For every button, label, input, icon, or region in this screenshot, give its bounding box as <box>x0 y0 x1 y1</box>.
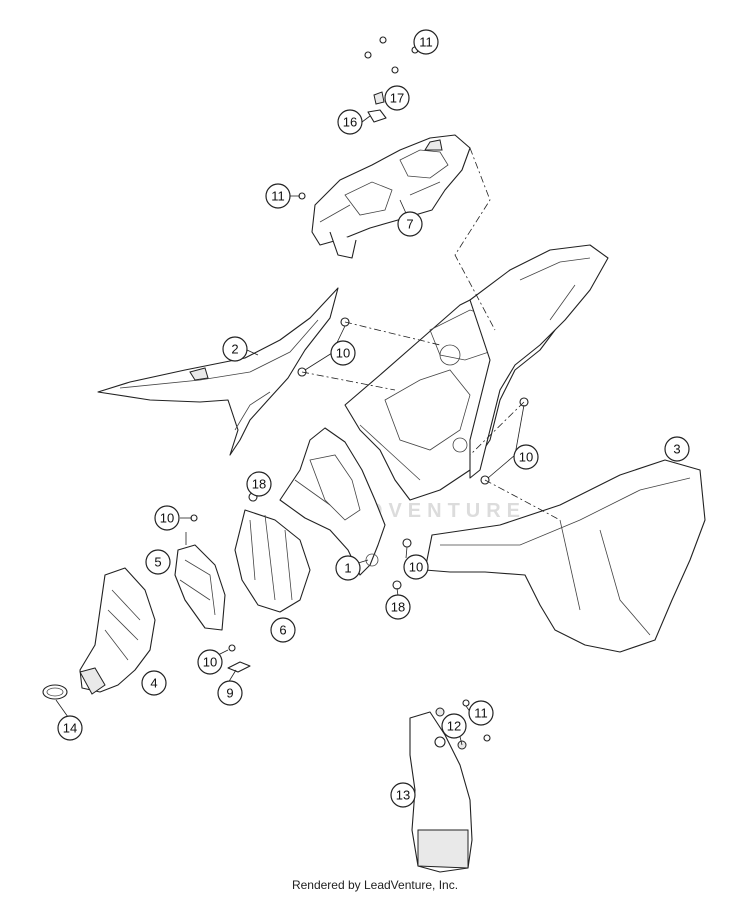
svg-text:1: 1 <box>344 561 351 576</box>
svg-text:11: 11 <box>271 189 285 204</box>
svg-text:2: 2 <box>231 342 238 357</box>
svg-text:4: 4 <box>150 676 157 691</box>
svg-text:10: 10 <box>409 560 423 575</box>
assembly-lines <box>301 147 561 521</box>
callout-5: 5 <box>145 549 171 575</box>
render-credit: Rendered by LeadVenture, Inc. <box>291 878 459 892</box>
callout-12: 12 <box>441 713 467 739</box>
svg-text:5: 5 <box>154 555 161 570</box>
callout-10-upper: 10 <box>330 340 356 366</box>
svg-text:14: 14 <box>63 721 77 736</box>
svg-text:18: 18 <box>391 600 405 615</box>
callout-10-center: 10 <box>403 554 429 580</box>
callout-18-upper: 18 <box>246 471 272 497</box>
part-16-clip[interactable] <box>367 91 387 123</box>
svg-text:10: 10 <box>519 450 533 465</box>
part-7-seat-bracket[interactable] <box>311 134 471 259</box>
callout-3: 3 <box>664 436 690 462</box>
callout-10-lower: 10 <box>197 649 223 675</box>
svg-text:6: 6 <box>279 623 286 638</box>
svg-text:7: 7 <box>406 217 413 232</box>
callout-18-lower: 18 <box>385 594 411 620</box>
svg-text:10: 10 <box>203 655 217 670</box>
svg-text:10: 10 <box>336 346 350 361</box>
callout-1: 1 <box>335 555 361 581</box>
callout-11-bottom: 11 <box>468 700 494 726</box>
callout-2: 2 <box>222 336 248 362</box>
svg-text:18: 18 <box>252 477 266 492</box>
svg-text:12: 12 <box>447 719 461 734</box>
callout-10-right: 10 <box>513 444 539 470</box>
part-3-side-cover[interactable] <box>424 459 706 653</box>
callout-4: 4 <box>141 670 167 696</box>
part-6-filter-shield[interactable] <box>234 509 311 613</box>
callout-11-top: 11 <box>413 29 439 55</box>
svg-text:11: 11 <box>419 35 433 50</box>
callout-10-left: 10 <box>154 505 180 531</box>
svg-text:3: 3 <box>673 442 680 457</box>
part-9-clip[interactable] <box>227 661 251 673</box>
part-5-filter-cage[interactable] <box>174 532 226 631</box>
callout-16: 16 <box>337 109 363 135</box>
part-13-heat-shield[interactable] <box>409 711 473 873</box>
svg-text:9: 9 <box>226 686 233 701</box>
svg-text:16: 16 <box>343 115 357 130</box>
callout-11-left: 11 <box>265 183 291 209</box>
nut-10-lower <box>228 644 236 652</box>
svg-text:11: 11 <box>474 706 488 721</box>
callout-14: 14 <box>57 715 83 741</box>
svg-text:17: 17 <box>390 91 404 106</box>
rear-fender[interactable] <box>469 244 609 479</box>
part-4-air-filter[interactable] <box>79 567 156 695</box>
part-14-clamp[interactable] <box>42 684 68 700</box>
part-1-airbox[interactable] <box>279 427 386 576</box>
callout-6: 6 <box>270 617 296 643</box>
callout-13: 13 <box>390 782 416 808</box>
svg-text:10: 10 <box>160 511 174 526</box>
callout-7: 7 <box>397 211 423 237</box>
callout-9: 9 <box>217 680 243 706</box>
part-2-side-panel[interactable] <box>97 287 339 456</box>
callout-17: 17 <box>384 85 410 111</box>
svg-text:13: 13 <box>396 788 410 803</box>
